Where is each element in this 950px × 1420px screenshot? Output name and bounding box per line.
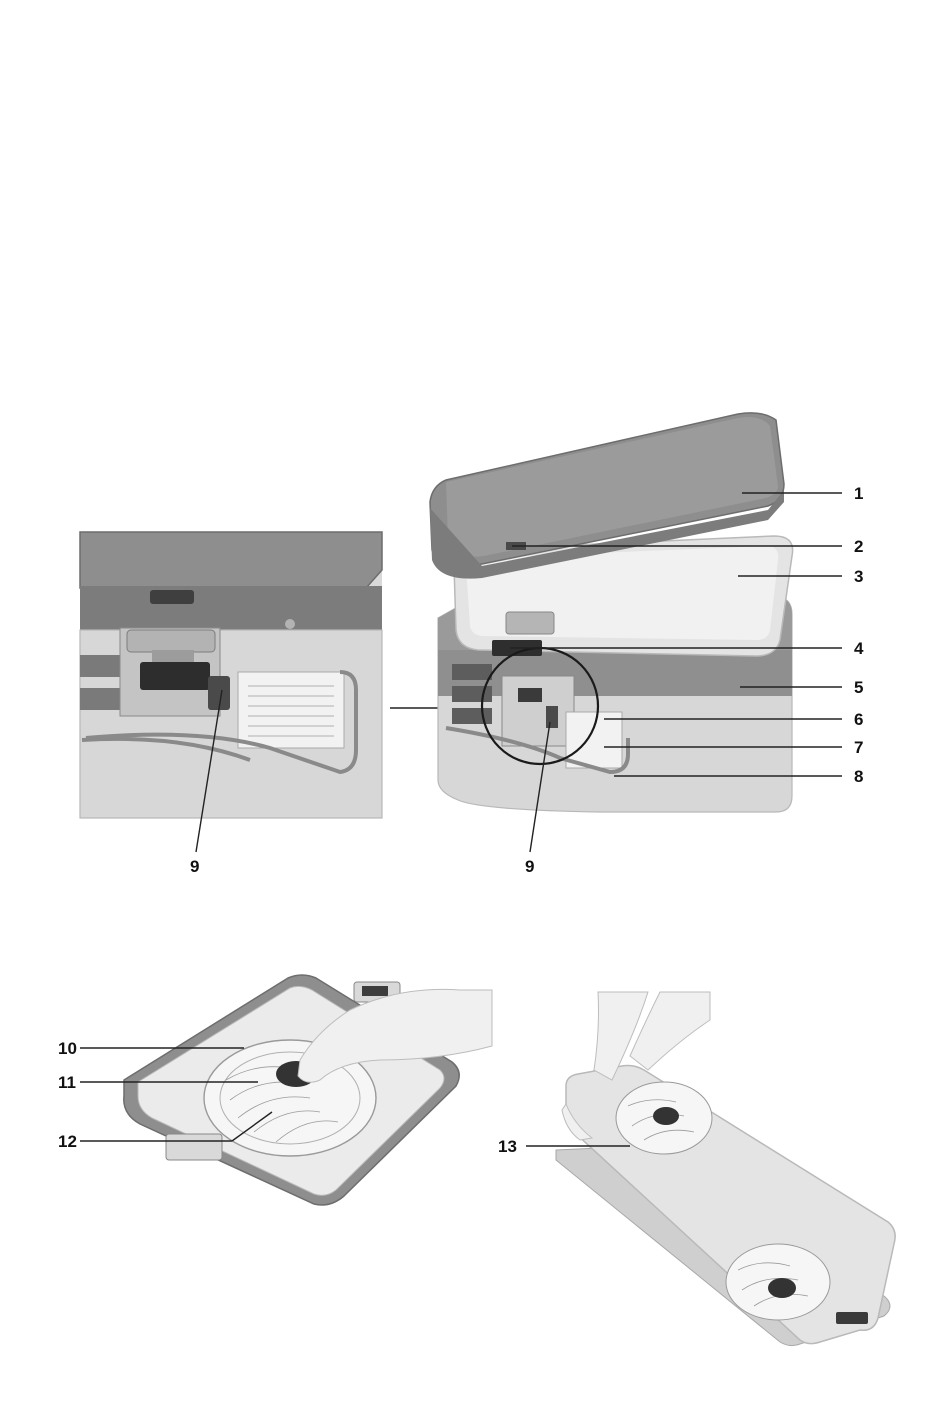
callout-9-detail: 9 <box>190 857 199 876</box>
callout-2: 2 <box>854 537 863 556</box>
callout-12: 12 <box>58 1132 77 1151</box>
lid-lifting-view <box>556 992 895 1346</box>
filter-insertion-view <box>124 975 492 1205</box>
inset-lid-rim <box>80 586 382 630</box>
callout-5: 5 <box>854 678 863 697</box>
inset-latch <box>120 628 230 716</box>
callout-6: 6 <box>854 710 863 729</box>
inset-lid-handle <box>150 590 194 604</box>
container-exploded-view <box>430 413 793 812</box>
inset-label-plate <box>238 672 344 748</box>
callout-13: 13 <box>498 1137 517 1156</box>
callout-8: 8 <box>854 767 863 786</box>
inset-rivet <box>285 619 295 629</box>
callout-3: 3 <box>854 567 863 586</box>
callout-11: 11 <box>58 1073 76 1092</box>
callout-1: 1 <box>854 484 863 503</box>
callout-10: 10 <box>58 1039 77 1058</box>
callout-4: 4 <box>854 639 864 658</box>
callout-7: 7 <box>854 738 863 757</box>
latch-detail-inset <box>80 532 382 818</box>
callout-9-main: 9 <box>525 857 534 876</box>
